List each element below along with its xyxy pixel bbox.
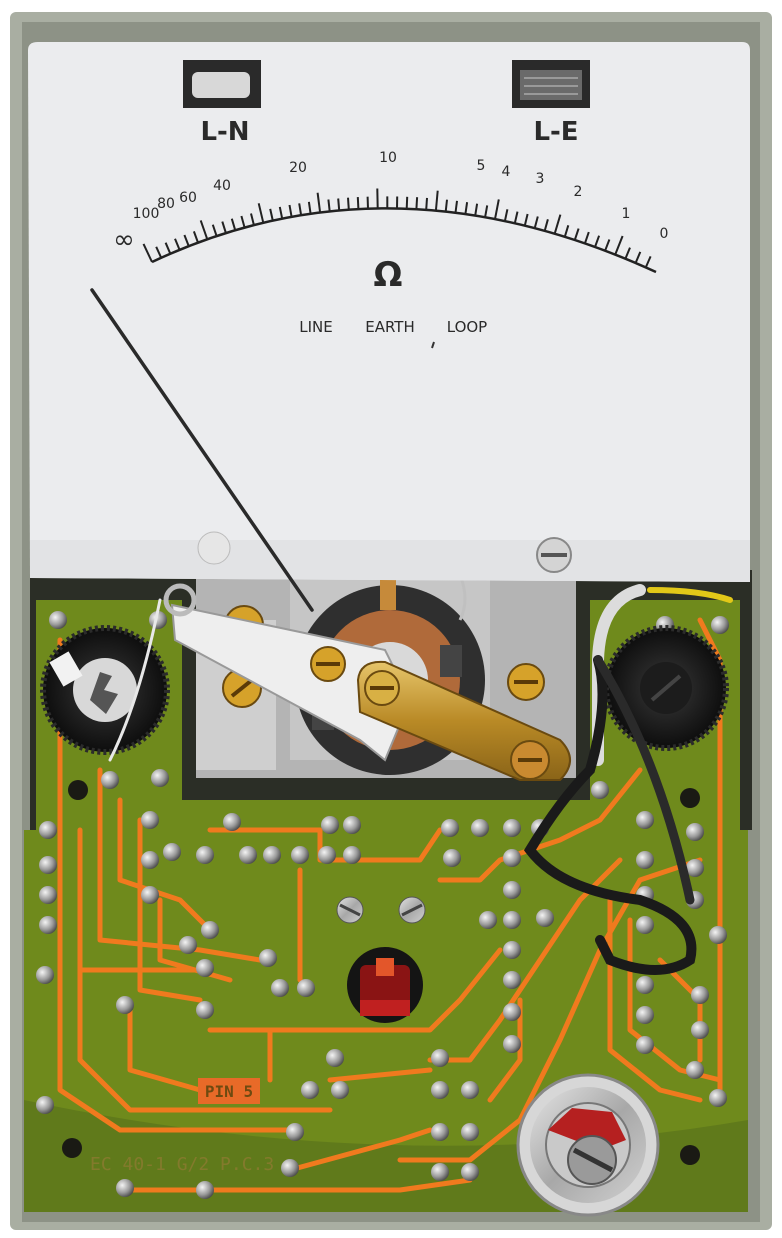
scale-label-40: 40	[213, 178, 231, 194]
meter-face-screws	[197, 531, 572, 573]
scale-label-5: 5	[477, 158, 486, 174]
scale-label-infinity: ∞	[113, 225, 135, 255]
legend-line: LINE	[299, 318, 332, 336]
board-code: EC 40-1 G/2 P.C.3	[90, 1154, 274, 1175]
scale-ticks	[142, 188, 652, 268]
scale-tick	[454, 200, 458, 213]
scale-tick	[250, 213, 255, 226]
scale-tick	[513, 211, 519, 224]
legend-earth: EARTH	[365, 318, 415, 336]
wires	[108, 584, 733, 975]
part-label-text: PIN 5	[205, 1082, 253, 1101]
scale-label-20: 20	[289, 160, 307, 176]
scale-tick	[614, 235, 624, 255]
scale-tick	[444, 199, 448, 212]
pcb-board	[24, 600, 748, 1212]
meter-needle	[90, 288, 314, 612]
scale-tick	[553, 214, 562, 234]
scale-tick	[199, 220, 209, 240]
scale-tick	[230, 218, 237, 231]
scale-tick	[494, 199, 500, 220]
scale-tick	[573, 228, 580, 241]
scale-tick	[307, 201, 312, 214]
scale-tick	[174, 238, 181, 251]
meter-arm	[163, 583, 412, 762]
scale-label-60: 60	[179, 190, 197, 206]
scale-tick	[533, 216, 539, 229]
scale-tick	[288, 204, 293, 218]
scale-tick	[269, 208, 274, 221]
scale-tick	[155, 246, 163, 259]
unit-symbol: Ω	[374, 255, 403, 295]
scale-tick	[484, 205, 489, 218]
scale-tick	[298, 203, 303, 216]
scale-tick	[563, 225, 570, 238]
scale-tick	[337, 198, 341, 211]
scale-tick	[240, 215, 246, 228]
scale-tick	[278, 206, 284, 219]
scale-tick	[523, 213, 529, 226]
scale-label-4: 4	[502, 164, 511, 180]
left-potentiometer	[40, 625, 170, 755]
scale-tick	[316, 192, 322, 213]
scale-tick	[356, 197, 360, 210]
legend-loop: LOOP	[447, 318, 487, 336]
right-potentiometer	[603, 625, 729, 751]
scale-tick	[464, 202, 469, 215]
pcb-screws	[336, 896, 426, 924]
scale-tick	[257, 203, 265, 224]
scale-tick	[434, 190, 439, 211]
pcb-traces	[57, 617, 723, 1193]
mounting-holes	[62, 780, 700, 1165]
scale-tick	[183, 234, 190, 247]
scale-label-100: 100	[133, 206, 160, 222]
scale-tick	[583, 231, 590, 244]
scale-tick	[594, 235, 601, 248]
scale-tick	[211, 224, 218, 237]
scale-tick	[543, 219, 549, 232]
scale-label-2: 2	[574, 184, 583, 200]
range-window-left	[183, 60, 261, 108]
scale-tick	[644, 256, 652, 268]
jack-connector	[516, 1073, 660, 1217]
window-label-left: L-N	[200, 117, 249, 147]
scale-tick	[624, 247, 631, 260]
scale-label-0: 0	[660, 226, 669, 242]
scale-tick	[425, 197, 428, 210]
scale-tick	[634, 251, 642, 264]
range-window-right	[512, 60, 590, 108]
scale-tick	[142, 243, 153, 263]
scale-tick	[405, 196, 409, 209]
red-push-button	[347, 947, 423, 1023]
solder-joints	[36, 611, 729, 1199]
scale-tick	[327, 199, 331, 212]
scale-label-3: 3	[536, 171, 545, 187]
scale-tick	[347, 197, 350, 210]
window-label-right: L-E	[533, 117, 578, 147]
scale-tick	[192, 231, 199, 243]
scale-tick	[164, 242, 172, 255]
scale-tick	[221, 221, 227, 234]
scale-tick	[474, 203, 479, 216]
meter-face	[28, 42, 750, 582]
scale-tick	[604, 239, 611, 252]
scale-tick	[415, 197, 419, 210]
meter-face-shadow	[30, 540, 750, 582]
brass-lever	[356, 660, 571, 781]
scale-numerals: ∞ 100 80 60 40 20 10 5 4 3 2 1 0	[113, 150, 668, 255]
function-legend: LINE EARTH LOOP	[299, 318, 487, 349]
scale-tick	[503, 209, 509, 222]
scale-label-10: 10	[379, 150, 397, 166]
part-label: PIN 5	[198, 1078, 260, 1104]
scale-label-1: 1	[622, 206, 631, 222]
scale-label-80: 80	[157, 196, 175, 212]
